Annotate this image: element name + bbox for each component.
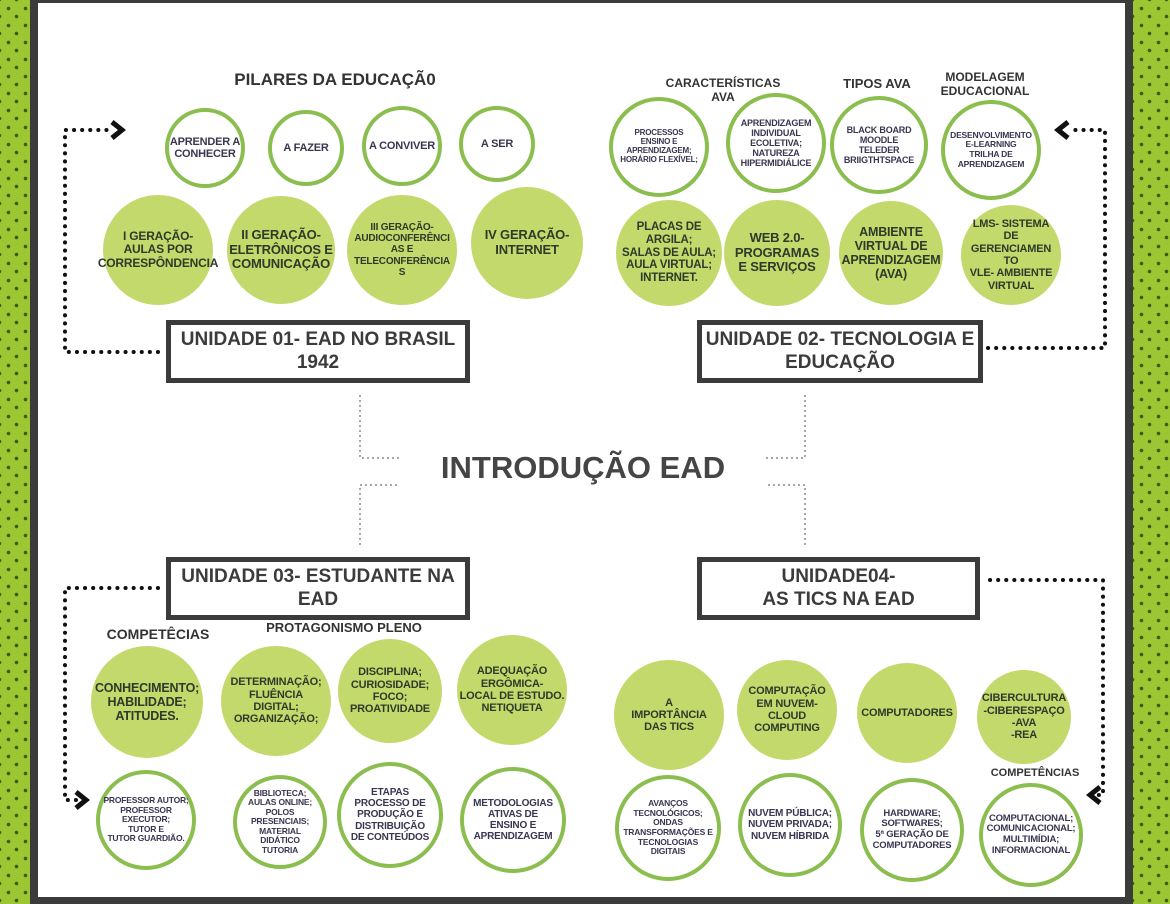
detail-circle: A SER bbox=[459, 106, 535, 182]
section-label: PROTAGONISMO PLENO bbox=[266, 620, 422, 635]
detail-circle: AVANÇOS TECNOLÓGICOS; ONDAS TRANSFORMAÇÕ… bbox=[615, 775, 721, 881]
left-dotted-border bbox=[0, 0, 30, 904]
unit-3-box: UNIDADE 03- ESTUDANTE NA EAD bbox=[166, 557, 470, 620]
detail-circle: A CONVIVER bbox=[362, 106, 442, 186]
topic-circle: CIBERCULTURA -CIBERESPAÇO -AVA -REA bbox=[977, 670, 1071, 764]
topic-circle: I GERAÇÃO- AULAS POR CORRESPÔNDENCIA bbox=[98, 195, 218, 305]
top-frame bbox=[30, 0, 1133, 3]
topic-circle: LMS- SISTEMA DE GERENCIAMEN TO VLE- AMBI… bbox=[961, 205, 1061, 305]
topic-circle: DETERMINAÇÃO; FLUÊNCIA DIGITAL; ORGANIZA… bbox=[221, 646, 331, 756]
detail-circle: DESENVOLVIMENTO E-LEARNING TRILHA DE APR… bbox=[941, 100, 1041, 200]
section-label: CARACTERÍSTICAS AVA bbox=[665, 76, 781, 104]
arrow-left-icon bbox=[1085, 785, 1102, 805]
arrow-paths bbox=[63, 128, 1107, 802]
arrow-right-icon bbox=[74, 790, 91, 810]
unit-2-box: UNIDADE 02- TECNOLOGIA E EDUCAÇÃO bbox=[697, 320, 983, 383]
section-label: COMPETÊCIAS bbox=[106, 626, 210, 642]
detail-circle: ETAPAS PROCESSO DE PRODUÇÃO E DISTRIBUIÇ… bbox=[337, 762, 443, 868]
left-frame bbox=[30, 0, 38, 904]
topic-circle: A IMPORTÂNCIA DAS TICS bbox=[614, 660, 724, 770]
main-title: INTRODUÇÃO EAD bbox=[440, 450, 726, 485]
detail-circle: COMPUTACIONAL; COMUNICACIONAL; MULTIMÍDI… bbox=[979, 783, 1083, 887]
detail-circle: PROCESSOS ENSINO E APRENDIZAGEM; HORÁRIO… bbox=[609, 97, 709, 197]
topic-circle: DISCIPLINA; CURIOSIDADE; FOCO; PROATIVID… bbox=[338, 639, 442, 743]
topic-circle: IV GERAÇÃO- INTERNET bbox=[471, 187, 583, 299]
bottom-frame bbox=[30, 897, 1133, 904]
arrow-right-icon bbox=[110, 120, 127, 140]
unit-4-box: UNIDADE04- AS TICS NA EAD bbox=[697, 557, 980, 620]
section-label: MODELAGEM EDUCACIONAL bbox=[940, 70, 1030, 98]
arrow-left-icon bbox=[1053, 120, 1070, 140]
topic-circle: WEB 2.0- PROGRAMAS E SERVIÇOS bbox=[724, 200, 830, 306]
topic-circle: COMPUTADORES bbox=[857, 663, 957, 763]
detail-circle: METODOLOGIAS ATIVAS DE ENSINO E APRENDIZ… bbox=[460, 767, 566, 873]
topic-circle: ADEQUAÇÃO ERGÔMICA- LOCAL DE ESTUDO. NET… bbox=[457, 635, 567, 745]
topic-circle: II GERAÇÃO- ELETRÔNICOS E COMUNICAÇÃO bbox=[227, 196, 335, 304]
section-label: TIPOS AVA bbox=[843, 76, 911, 91]
detail-circle: NUVEM PÚBLICA; NUVEM PRIVADA; NUVEM HÍBR… bbox=[738, 773, 842, 877]
detail-circle: APRENDER A CONHECER bbox=[165, 108, 245, 188]
detail-circle: PROFESSOR AUTOR; PROFESSOR EXECUTOR; TUT… bbox=[96, 770, 196, 870]
topic-circle: PLACAS DE ARGILA; SALAS DE AULA; AULA VI… bbox=[616, 200, 722, 306]
detail-circle: APRENDIZAGEM INDIVIDUAL ECOLETIVA; NATUR… bbox=[726, 93, 826, 193]
topic-circle: COMPUTAÇÃO EM NUVEM- CLOUD COMPUTING bbox=[737, 660, 837, 760]
section-label: PILARES DA EDUCAÇÃ0 bbox=[234, 70, 436, 89]
unit-1-box: UNIDADE 01- EAD NO BRASIL 1942 bbox=[166, 320, 470, 383]
center-connectors bbox=[359, 395, 806, 545]
right-dotted-border bbox=[1133, 0, 1170, 904]
detail-circle: HARDWARE; SOFTWARES; 5ª GERAÇÃO DE COMPU… bbox=[860, 778, 964, 882]
topic-circle: III GERAÇÃO- AUDIOCONFERÊNCI AS E TELECO… bbox=[347, 195, 457, 305]
section-label: COMPETÊNCIAS bbox=[990, 767, 1080, 779]
topic-circle: AMBIENTE VIRTUAL DE APRENDIZAGEM (AVA) bbox=[839, 201, 943, 305]
right-frame bbox=[1125, 0, 1133, 904]
topic-circle: CONHECIMENTO; HABILIDADE; ATITUDES. bbox=[91, 646, 203, 758]
detail-circle: A FAZER bbox=[268, 110, 344, 186]
detail-circle: BLACK BOARD MOODLE TELEDER BRIIGTHTSPACE bbox=[830, 96, 928, 194]
detail-circle: BIBLIOTECA; AULAS ONLINE; POLOS PRESENCI… bbox=[233, 775, 327, 869]
